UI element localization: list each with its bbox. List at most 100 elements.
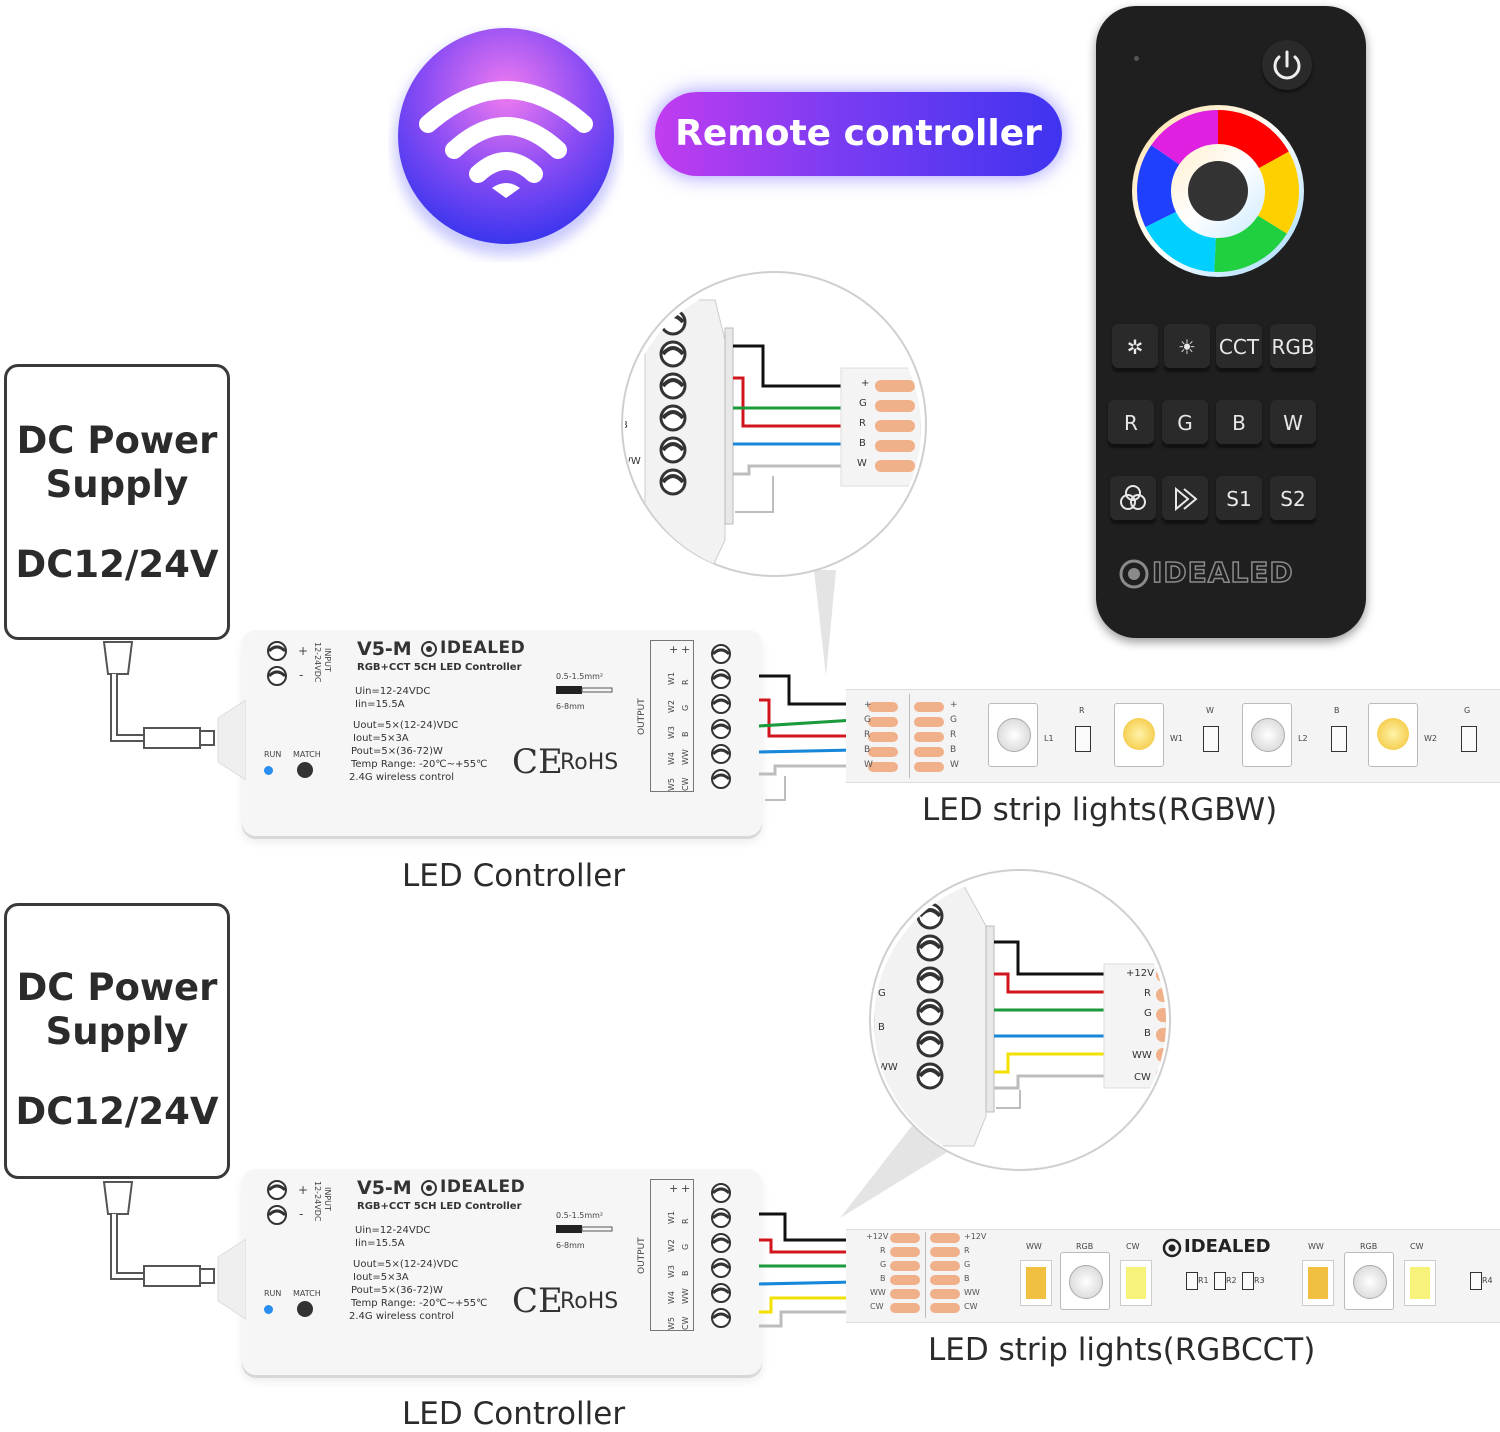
controller-caption-2: LED Controller bbox=[402, 1396, 626, 1432]
resistor bbox=[1214, 1272, 1226, 1290]
controller-model: V5-M bbox=[357, 638, 412, 660]
zoom-pin-cw: CW bbox=[1134, 1072, 1151, 1083]
pin-g: G bbox=[864, 715, 871, 725]
white-led-chip bbox=[1368, 703, 1418, 767]
controller-model: V5-M bbox=[357, 1177, 412, 1199]
pin-cw: CW bbox=[870, 1302, 884, 1311]
white-led-chip bbox=[1114, 703, 1164, 767]
spec-iin: Iin=15.5A bbox=[355, 699, 405, 710]
input-plus: + bbox=[298, 1183, 309, 1197]
match-button[interactable] bbox=[297, 1301, 313, 1317]
input-minus: - bbox=[299, 668, 304, 682]
seg-rgb-2: RGB bbox=[1360, 1242, 1378, 1251]
color-wheel-icon[interactable] bbox=[1128, 96, 1308, 296]
s2-button[interactable]: S2 bbox=[1270, 476, 1316, 522]
pin-w: W bbox=[864, 760, 873, 770]
b-button[interactable]: B bbox=[1216, 400, 1262, 446]
resistor bbox=[1331, 726, 1347, 752]
pad bbox=[890, 1303, 920, 1313]
spec-uout: Uout=5×(12-24)VDC bbox=[353, 720, 459, 731]
brightness-down-button[interactable]: ✲ bbox=[1112, 324, 1158, 370]
psu-line1: DC Power bbox=[16, 419, 218, 462]
zoom-pin-g: G bbox=[1144, 1008, 1152, 1019]
spec-iout: Iout=5×3A bbox=[353, 1272, 409, 1283]
g-button[interactable]: G bbox=[1162, 400, 1208, 446]
controller-brand: IDEALED bbox=[440, 638, 526, 658]
psu-line2: Supply bbox=[45, 1010, 189, 1053]
rgb-led-chip bbox=[1344, 1252, 1394, 1310]
led-controller-1: + - INPUT 12-24VDC RUN MATCH V5-M IDEALE… bbox=[217, 630, 762, 840]
zoom-pin-ww: WW bbox=[1132, 1050, 1152, 1061]
controller-side-tabs bbox=[217, 700, 246, 780]
controller-subtitle: RGB+CCT 5CH LED Controller bbox=[357, 662, 522, 673]
w-button[interactable]: W bbox=[1270, 400, 1316, 446]
controller-body bbox=[242, 630, 762, 836]
term-w5: W5 bbox=[667, 778, 676, 791]
pad bbox=[930, 1233, 960, 1243]
rohs-mark: RoHS bbox=[560, 1289, 619, 1314]
wire-gauge: 0.5-1.5mm² bbox=[556, 672, 604, 681]
pin-g-2: G bbox=[964, 1260, 971, 1269]
led-strip-rgbcct: +12V R G B WW CW +12V R G B WW CW WW RGB… bbox=[846, 1229, 1500, 1323]
controller-brand: IDEALED bbox=[440, 1177, 526, 1197]
page-title: Remote controller bbox=[655, 92, 1062, 176]
spec-pout: Pout=5×(36-72)W bbox=[351, 746, 443, 757]
resistor bbox=[1242, 1272, 1254, 1290]
spec-pout: Pout=5×(36-72)W bbox=[351, 1285, 443, 1296]
pin-cw-2: CW bbox=[964, 1302, 978, 1311]
resistor bbox=[1470, 1272, 1482, 1290]
zoom-pin-g: G bbox=[859, 398, 867, 409]
spec-wireless: 2.4G wireless control bbox=[349, 772, 455, 783]
pin-w-2: W bbox=[950, 760, 959, 770]
zoom-terminal-block bbox=[644, 299, 921, 571]
output-screw-terminals bbox=[711, 644, 731, 789]
pin-ww-2: WW bbox=[964, 1288, 980, 1297]
controller-brand-icon bbox=[421, 641, 437, 657]
brightness-up-button[interactable]: ☀ bbox=[1164, 324, 1210, 370]
controller-brand-icon bbox=[421, 1180, 437, 1196]
power-button[interactable] bbox=[1262, 40, 1312, 90]
cw-led-chip bbox=[1404, 1260, 1436, 1306]
r-button[interactable]: R bbox=[1108, 400, 1154, 446]
pad bbox=[868, 747, 898, 757]
rgb-button[interactable]: RGB bbox=[1270, 324, 1316, 370]
rgb-circles-icon bbox=[1120, 485, 1146, 510]
brand-logo-icon bbox=[1119, 559, 1149, 589]
spec-temp: Temp Range: -20℃~+55℃ bbox=[351, 759, 488, 770]
out-plus-2: + bbox=[681, 643, 691, 656]
rohs-mark: RoHS bbox=[560, 750, 619, 775]
seg-cw-2: CW bbox=[1410, 1242, 1424, 1251]
wire-strip-diagram bbox=[556, 1225, 613, 1233]
strip-brand-logo: IDEALED bbox=[1162, 1236, 1292, 1258]
input-label: INPUT bbox=[323, 648, 332, 672]
term-w4: W4 bbox=[667, 752, 676, 765]
term-w4: W4 bbox=[667, 1291, 676, 1304]
run-led bbox=[264, 766, 273, 775]
seg-r2: R2 bbox=[1226, 1276, 1237, 1285]
spec-wireless: 2.4G wireless control bbox=[349, 1311, 455, 1322]
resistor bbox=[1186, 1272, 1198, 1290]
controller-body bbox=[242, 1169, 762, 1375]
pad bbox=[930, 1289, 960, 1299]
run-led bbox=[264, 1305, 273, 1314]
seg-ww: WW bbox=[1026, 1242, 1042, 1251]
seg-l1: L1 bbox=[1044, 734, 1054, 743]
play-button[interactable] bbox=[1162, 476, 1208, 522]
spec-uout: Uout=5×(12-24)VDC bbox=[353, 1259, 459, 1270]
seg-w: W bbox=[1206, 706, 1214, 715]
pin-r-2: R bbox=[950, 730, 957, 740]
s1-button[interactable]: S1 bbox=[1216, 476, 1262, 522]
pad bbox=[914, 702, 944, 712]
zoom-pin-plus: + bbox=[861, 378, 870, 389]
seg-ww-2: WW bbox=[1308, 1242, 1324, 1251]
cct-button[interactable]: CCT bbox=[1216, 324, 1262, 370]
pin-plus: + bbox=[864, 700, 872, 710]
mode-button[interactable] bbox=[1110, 476, 1156, 522]
rgb-led-chip bbox=[988, 703, 1038, 767]
pad bbox=[914, 717, 944, 727]
output-label: OUTPUT bbox=[637, 1237, 647, 1274]
match-button[interactable] bbox=[297, 762, 313, 778]
zoom-term-g: G bbox=[878, 988, 886, 999]
seg-r: R bbox=[1079, 706, 1085, 715]
